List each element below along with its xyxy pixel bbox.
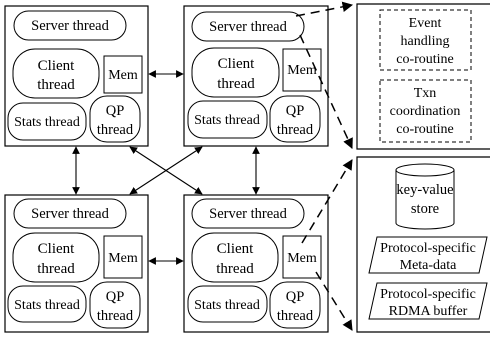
server-thread-label: Server thread [209, 206, 287, 222]
client-thread-label-line1: Client [38, 58, 75, 74]
event-coroutine-line3: co-routine [396, 52, 454, 67]
stats-thread-shape [7, 102, 87, 141]
server-thread-detail-panel: Event handling co-routine Txn coordinati… [356, 3, 490, 150]
panel-border [356, 3, 490, 150]
qp-thread-shape [89, 281, 141, 329]
qp-thread-label-line2: thread [277, 122, 314, 138]
qp-thread-shape [269, 95, 321, 143]
client-thread-label-line2: thread [37, 261, 75, 277]
mem-label: Mem [287, 63, 317, 78]
qp-thread-label-line2: thread [97, 308, 134, 324]
client-thread-label-line1: Client [38, 241, 75, 257]
event-coroutine-line1: Event [409, 16, 442, 31]
stats-thread-label: Stats thread [14, 115, 80, 130]
mem-box [103, 235, 143, 279]
txn-coroutine-box [379, 79, 472, 143]
stats-thread-shape [7, 285, 87, 323]
client-thread-shape [191, 232, 279, 283]
event-coroutine-line2: handling [401, 34, 450, 49]
node-top-left: Server thread Client thread Mem Stats th… [4, 5, 149, 147]
stats-thread-shape [187, 285, 268, 323]
qp-thread-label-line2: thread [277, 308, 314, 324]
mem-box [103, 55, 143, 94]
stats-thread-label: Stats thread [14, 298, 80, 313]
metadata-line2: Meta-data [400, 258, 458, 273]
memory-detail-panel: key-value store Protocol-specific Meta-d… [356, 156, 490, 333]
metadata-line1: Protocol-specific [380, 241, 476, 256]
client-thread-label-line1: Client [218, 56, 255, 72]
server-thread-shape [13, 10, 127, 41]
server-zoom-top [295, 1, 354, 17]
mem-label: Mem [108, 251, 138, 266]
client-thread-label-line2: thread [216, 261, 254, 277]
kv-store-line1: key-value [396, 182, 453, 198]
txn-coroutine-line1: Txn [414, 86, 437, 101]
qp-thread-shape [269, 281, 321, 329]
kv-store-line2: store [411, 201, 439, 217]
kv-store-cylinder [395, 163, 455, 230]
stats-thread-shape [187, 100, 268, 139]
mem-label: Mem [108, 68, 138, 83]
node-bottom-left: Server thread Client thread Mem Stats th… [4, 194, 149, 333]
node-bottom-right: Server thread Client thread Mem Stats th… [183, 194, 329, 333]
client-thread-label-line2: thread [37, 77, 75, 93]
mem-label: Mem [287, 251, 317, 266]
stats-thread-label: Stats thread [194, 113, 260, 128]
server-thread-label: Server thread [209, 19, 287, 35]
zoom-connectors [295, 1, 354, 331]
server-thread-shape [191, 198, 305, 229]
txn-coroutine-line3: co-routine [396, 122, 454, 137]
stats-thread-label: Stats thread [194, 298, 260, 313]
qp-thread-shape [89, 95, 141, 143]
client-thread-shape [12, 232, 100, 283]
rdma-buffer-line1: Protocol-specific [380, 287, 476, 302]
panel-border [356, 156, 490, 333]
qp-thread-label-line2: thread [97, 122, 134, 138]
client-thread-label-line1: Client [217, 241, 254, 257]
server-zoom-bottom [299, 34, 353, 149]
txn-coroutine-line2: coordination [390, 104, 461, 119]
qp-thread-label-line1: QP [286, 103, 305, 119]
event-coroutine-box [379, 9, 472, 71]
server-thread-label: Server thread [31, 18, 109, 34]
rdma-buffer-line2: RDMA buffer [389, 304, 468, 319]
client-thread-shape [191, 47, 280, 98]
qp-thread-label-line1: QP [286, 289, 305, 305]
mem-zoom-top [301, 159, 353, 244]
qp-thread-label-line1: QP [106, 103, 125, 119]
mem-box [282, 48, 322, 92]
metadata-parallelogram [368, 236, 488, 274]
server-thread-shape [13, 198, 127, 229]
qp-thread-label-line1: QP [106, 289, 125, 305]
node-interconnect [72, 70, 260, 265]
mem-zoom-bottom [315, 271, 353, 331]
server-thread-label: Server thread [31, 206, 109, 222]
rdma-buffer-parallelogram [368, 282, 488, 320]
server-thread-shape [191, 11, 305, 42]
arrow-diagonal-up [129, 146, 203, 195]
node-top-right: Server thread Client thread Mem Stats th… [183, 5, 329, 147]
client-thread-label-line2: thread [217, 76, 255, 92]
client-thread-shape [12, 48, 100, 99]
